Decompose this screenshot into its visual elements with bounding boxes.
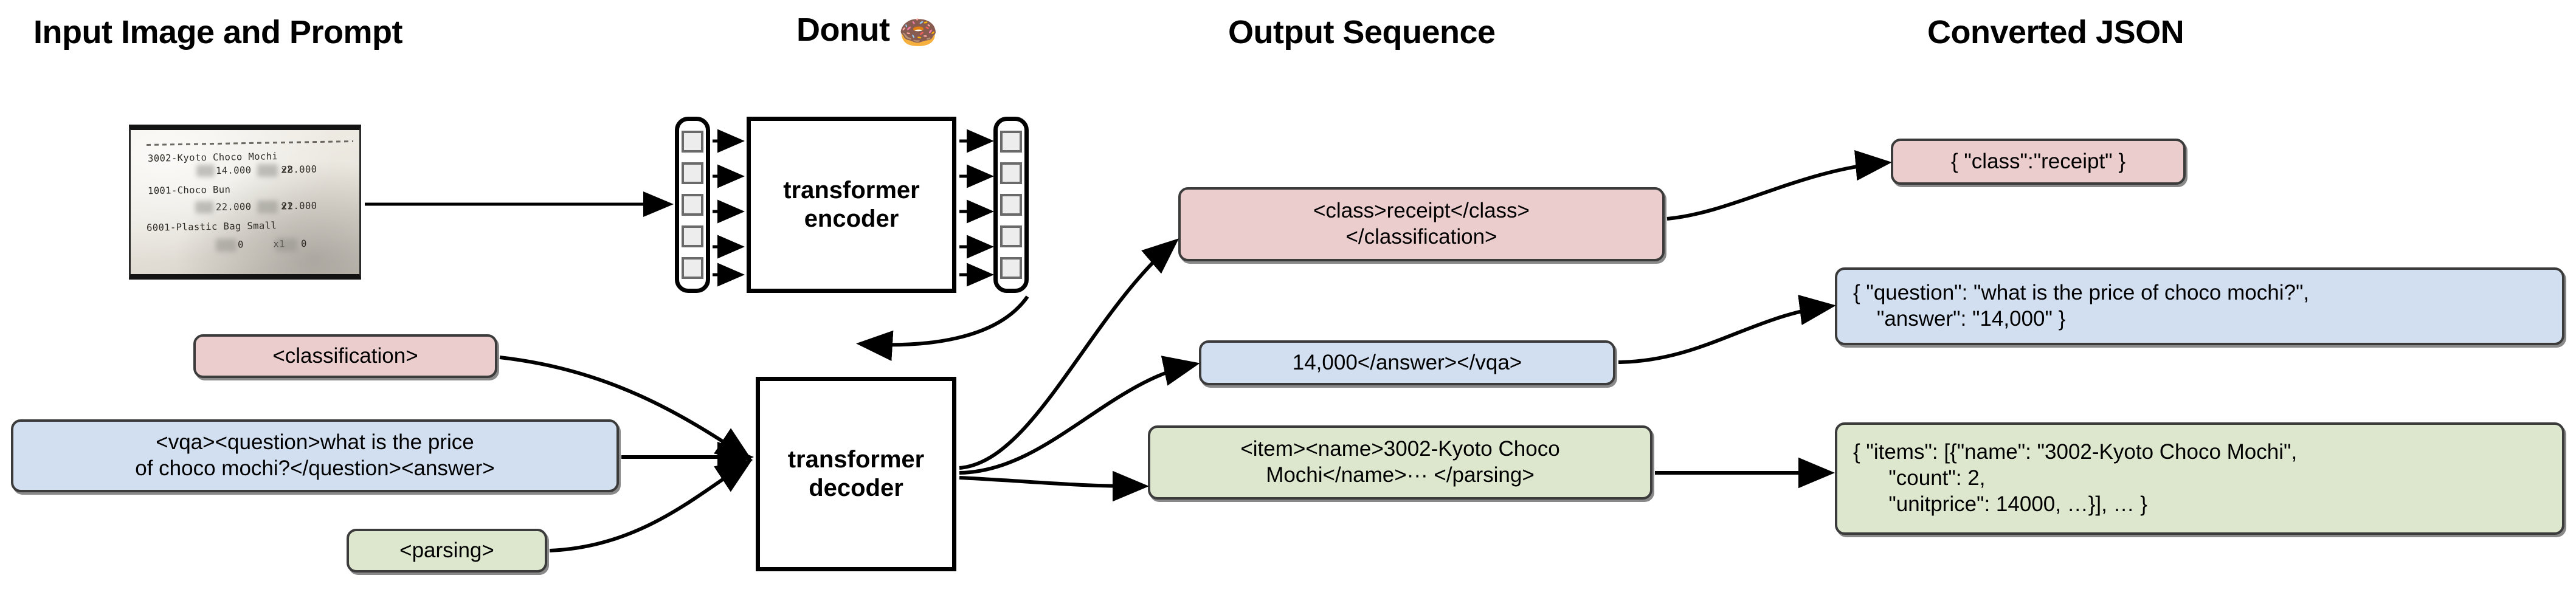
receipt-line-5: 6001-Plastic Bag Small	[146, 220, 277, 233]
receipt-redaction	[216, 239, 237, 252]
encoder-label-line2: encoder	[804, 205, 899, 232]
output-box-classification[interactable]: <class>receipt</class> </classification>	[1178, 187, 1665, 261]
decoder-label-line2: decoder	[809, 475, 903, 501]
column-title-output: Output Sequence	[1228, 14, 1496, 50]
output-parsing-line2: Mochi</name>··· </parsing>	[1266, 463, 1535, 487]
encoder-output-token-strip	[993, 117, 1029, 293]
encoder-input-token	[682, 162, 703, 184]
json-vqa-line2: "answer": "14,000" }	[1853, 307, 2066, 331]
encoder-input-token	[682, 257, 703, 279]
output-box-vqa[interactable]: 14,000</answer></vqa>	[1199, 340, 1615, 385]
donut-icon: 🍩	[898, 15, 938, 50]
json-vqa-line1: { "question": "what is the price of choc…	[1853, 281, 2310, 305]
column-title-input: Input Image and Prompt	[33, 14, 403, 50]
receipt-photo: 3002-Kyoto Choco Mochi 14.000 x2 28.000 …	[129, 125, 361, 280]
wire-encoder-out-to-decoder	[856, 295, 1029, 362]
encoder-output-token	[1000, 194, 1022, 216]
receipt-redaction	[257, 201, 278, 213]
receipt-line-1: 3002-Kyoto Choco Mochi	[147, 151, 278, 164]
json-parsing-line2: "count": 2,	[1853, 466, 1986, 490]
column-title-model-text: Donut	[796, 12, 899, 48]
json-parsing-line3: "unitprice": 14000, …}], … }	[1853, 492, 2147, 516]
receipt-redaction	[275, 238, 297, 252]
json-box-vqa[interactable]: { "question": "what is the price of choc…	[1835, 267, 2564, 345]
receipt-total-1: 28.000	[281, 163, 317, 176]
encoder-output-token	[1000, 131, 1022, 153]
output-box-parsing[interactable]: <item><name>3002-Kyoto Choco Mochi</name…	[1148, 425, 1652, 500]
encoder-input-token-strip	[675, 117, 710, 293]
receipt-line-3: 1001-Choco Bun	[147, 184, 231, 197]
encoder-output-token	[1000, 257, 1022, 279]
encoder-input-token	[682, 194, 703, 216]
receipt-redaction	[257, 164, 278, 177]
prompt-vqa-line2: of choco mochi?</question><answer>	[135, 456, 495, 480]
output-vqa-line1: 14,000</answer></vqa>	[1292, 350, 1522, 374]
prompt-parsing-text: <parsing>	[399, 538, 494, 562]
json-box-parsing[interactable]: { "items": [{"name": "3002-Kyoto Choco M…	[1835, 422, 2564, 535]
wire-decoder-to-classification-output	[959, 238, 1179, 470]
json-box-classification[interactable]: { "class":"receipt" }	[1891, 139, 2186, 185]
wire-classification-output-to-json	[1666, 150, 1892, 221]
decoder-label-line1: transformer	[787, 445, 925, 473]
receipt-redaction	[196, 165, 215, 177]
wire-vqa-output-to-json	[1618, 294, 1836, 364]
wire-decoder-to-parsing-output	[959, 470, 1149, 502]
receipt-total-2: 22.000	[281, 200, 317, 212]
transformer-decoder-box: transformer decoder	[756, 377, 956, 571]
column-title-model: Donut 🍩	[796, 11, 938, 51]
json-classification-line1: { "class":"receipt" }	[1950, 149, 2126, 173]
encoder-input-token	[682, 225, 703, 247]
encoder-output-token	[1000, 162, 1022, 184]
output-classification-line1: <class>receipt</class>	[1313, 199, 1530, 223]
encoder-label-line1: transformer	[783, 176, 920, 204]
prompt-box-classification[interactable]: <classification>	[193, 334, 497, 378]
transformer-encoder-box: transformer encoder	[747, 117, 956, 293]
encoder-output-token	[1000, 225, 1022, 247]
prompt-box-vqa[interactable]: <vqa><question>what is the price of choc…	[11, 419, 619, 492]
column-title-json: Converted JSON	[1927, 14, 2184, 50]
output-parsing-line1: <item><name>3002-Kyoto Choco	[1240, 437, 1560, 461]
output-classification-line2: </classification>	[1345, 225, 1497, 249]
prompt-classification-text: <classification>	[272, 343, 418, 368]
encoder-input-token	[682, 131, 703, 153]
prompt-vqa-line1: <vqa><question>what is the price	[156, 430, 474, 455]
receipt-total-3: 0	[300, 238, 307, 250]
json-parsing-line1: { "items": [{"name": "3002-Kyoto Choco M…	[1853, 440, 2298, 464]
prompt-box-parsing[interactable]: <parsing>	[347, 529, 547, 572]
receipt-redaction	[195, 201, 213, 213]
